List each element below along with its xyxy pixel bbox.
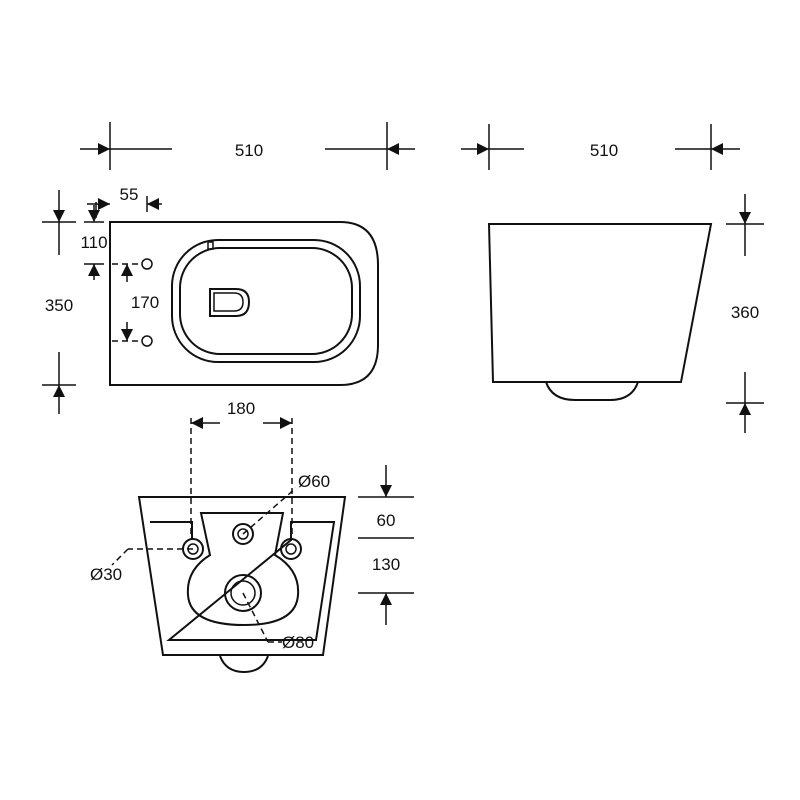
dim-side-length: 510 <box>461 124 740 170</box>
dim-rear-dia-30-label: Ø30 <box>90 565 122 584</box>
drain-inner <box>213 292 244 312</box>
dim-side-height: 360 <box>726 194 764 433</box>
dim-rear-hole-spacing: 180 <box>190 399 293 540</box>
dim-top-hole-offset: 110 <box>80 205 108 280</box>
side-view-outline <box>487 223 713 383</box>
bowl-rim-outer <box>171 239 361 363</box>
dim-side-length-label: 510 <box>590 141 618 160</box>
top-view: 510 55 350 110 <box>42 122 415 414</box>
dim-top-offset: 55 <box>87 185 162 218</box>
dim-top-width: 350 <box>42 190 76 414</box>
dim-top-width-label: 350 <box>45 296 73 315</box>
leader-dia-60: Ø60 <box>242 472 330 535</box>
top-view-outline <box>109 221 379 386</box>
leader-dia-30: Ø30 <box>90 548 193 584</box>
fixing-hole-upper <box>141 258 153 270</box>
water-inlet-hole <box>232 523 254 545</box>
rear-view-outline <box>137 496 347 656</box>
dim-rear-vert-60-label: 60 <box>377 511 396 530</box>
dim-side-height-label: 360 <box>731 303 759 322</box>
dim-rear-dia-60-label: Ø60 <box>298 472 330 491</box>
dim-top-hole-spacing-label: 170 <box>131 293 159 312</box>
dim-rear-vertical: 60 130 <box>358 465 414 625</box>
side-view: 510 360 <box>461 124 764 433</box>
rear-view: 180 Ø60 Ø30 Ø80 60 130 <box>90 399 414 674</box>
leader-dia-80: Ø80 <box>242 592 314 652</box>
dim-top-length: 510 <box>80 122 415 170</box>
outlet-hole <box>224 574 262 612</box>
dim-top-hole-offset-label: 110 <box>80 233 107 252</box>
rear-inlet-notch <box>186 512 300 627</box>
rear-view-inner <box>150 521 336 641</box>
dim-top-length-label: 510 <box>235 141 263 160</box>
bolt-hole-right <box>280 538 302 560</box>
dim-top-offset-label: 55 <box>120 185 139 204</box>
bowl-rim-inner <box>179 247 353 355</box>
dim-top-hole-spacing: 170 <box>121 264 159 341</box>
rim-marker <box>207 241 214 250</box>
drain-outline <box>209 288 251 317</box>
dim-rear-hole-spacing-label: 180 <box>227 399 255 418</box>
dim-rear-dia-80-label: Ø80 <box>282 633 314 652</box>
side-view-foot <box>545 381 639 401</box>
dim-rear-vert-130-label: 130 <box>372 555 400 574</box>
rear-view-foot <box>219 655 269 674</box>
fixing-hole-lower <box>141 335 153 347</box>
